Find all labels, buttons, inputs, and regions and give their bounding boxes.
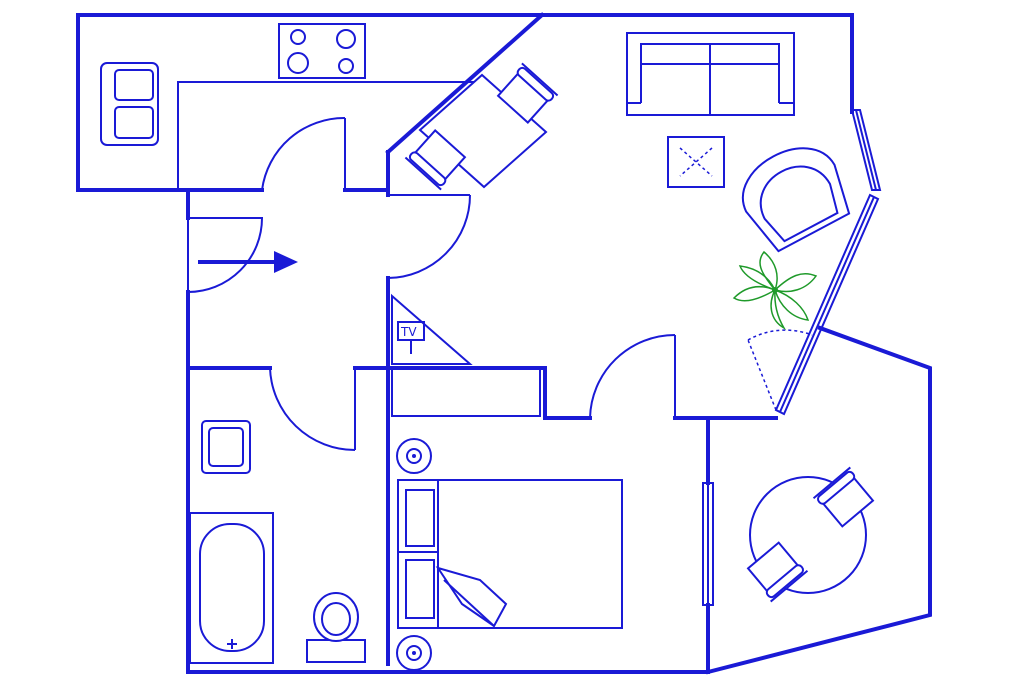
inner-walls xyxy=(186,150,778,674)
coffee-table-icon xyxy=(667,136,725,188)
nightstand-icon xyxy=(396,635,432,671)
bed-icon xyxy=(397,479,623,629)
dining-table-icon xyxy=(404,62,559,191)
doors xyxy=(187,116,813,451)
tv-icon: TV xyxy=(397,321,425,354)
balcony-table-icon xyxy=(746,466,875,603)
kitchen-sink-icon xyxy=(100,62,159,146)
closet xyxy=(391,368,541,417)
tv-label: TV xyxy=(400,325,417,339)
entrance-arrow-icon xyxy=(198,251,298,273)
plant-icon xyxy=(732,250,818,331)
toilet-icon xyxy=(306,592,366,663)
kitchen-counter xyxy=(177,81,478,190)
tv-cabinet xyxy=(391,293,473,365)
sofa-icon xyxy=(626,32,795,116)
outer-walls xyxy=(76,12,932,675)
washbasin-icon xyxy=(201,420,251,474)
bathtub-icon xyxy=(189,512,274,664)
stove-icon xyxy=(278,23,366,79)
nightstand-icon xyxy=(396,438,432,474)
windows xyxy=(702,103,882,606)
armchair-icon xyxy=(742,147,851,253)
